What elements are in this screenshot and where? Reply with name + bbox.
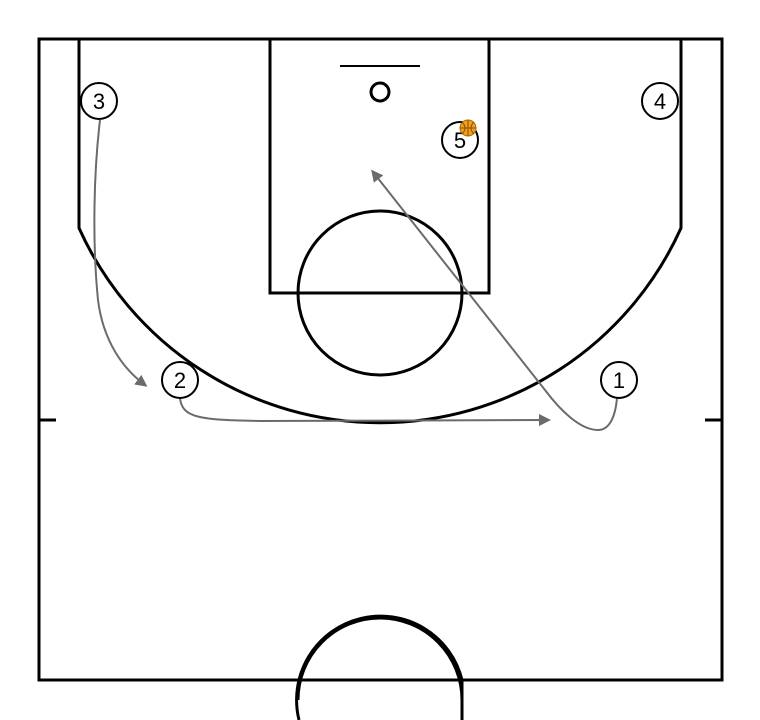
player-1-cut-path [371,169,618,432]
player-3-label: 3 [93,89,105,114]
player-3-cut-path [93,119,148,387]
free-throw-circle [296,209,464,377]
hoop [369,81,391,103]
basketball-icon [459,119,477,137]
player-2[interactable]: 2 [161,361,199,399]
player-2-label: 2 [174,368,186,393]
player-3[interactable]: 3 [80,82,118,120]
player-4-label: 4 [654,89,666,114]
player-2-move-path [179,397,551,427]
court-boundary [37,37,724,682]
center-circle-arc [296,616,464,701]
center-circle [295,614,464,720]
paint-key [268,37,491,295]
three-point-line [77,39,683,425]
player-1-label: 1 [613,368,625,393]
player-1[interactable]: 1 [600,361,638,399]
player-4[interactable]: 4 [641,82,679,120]
